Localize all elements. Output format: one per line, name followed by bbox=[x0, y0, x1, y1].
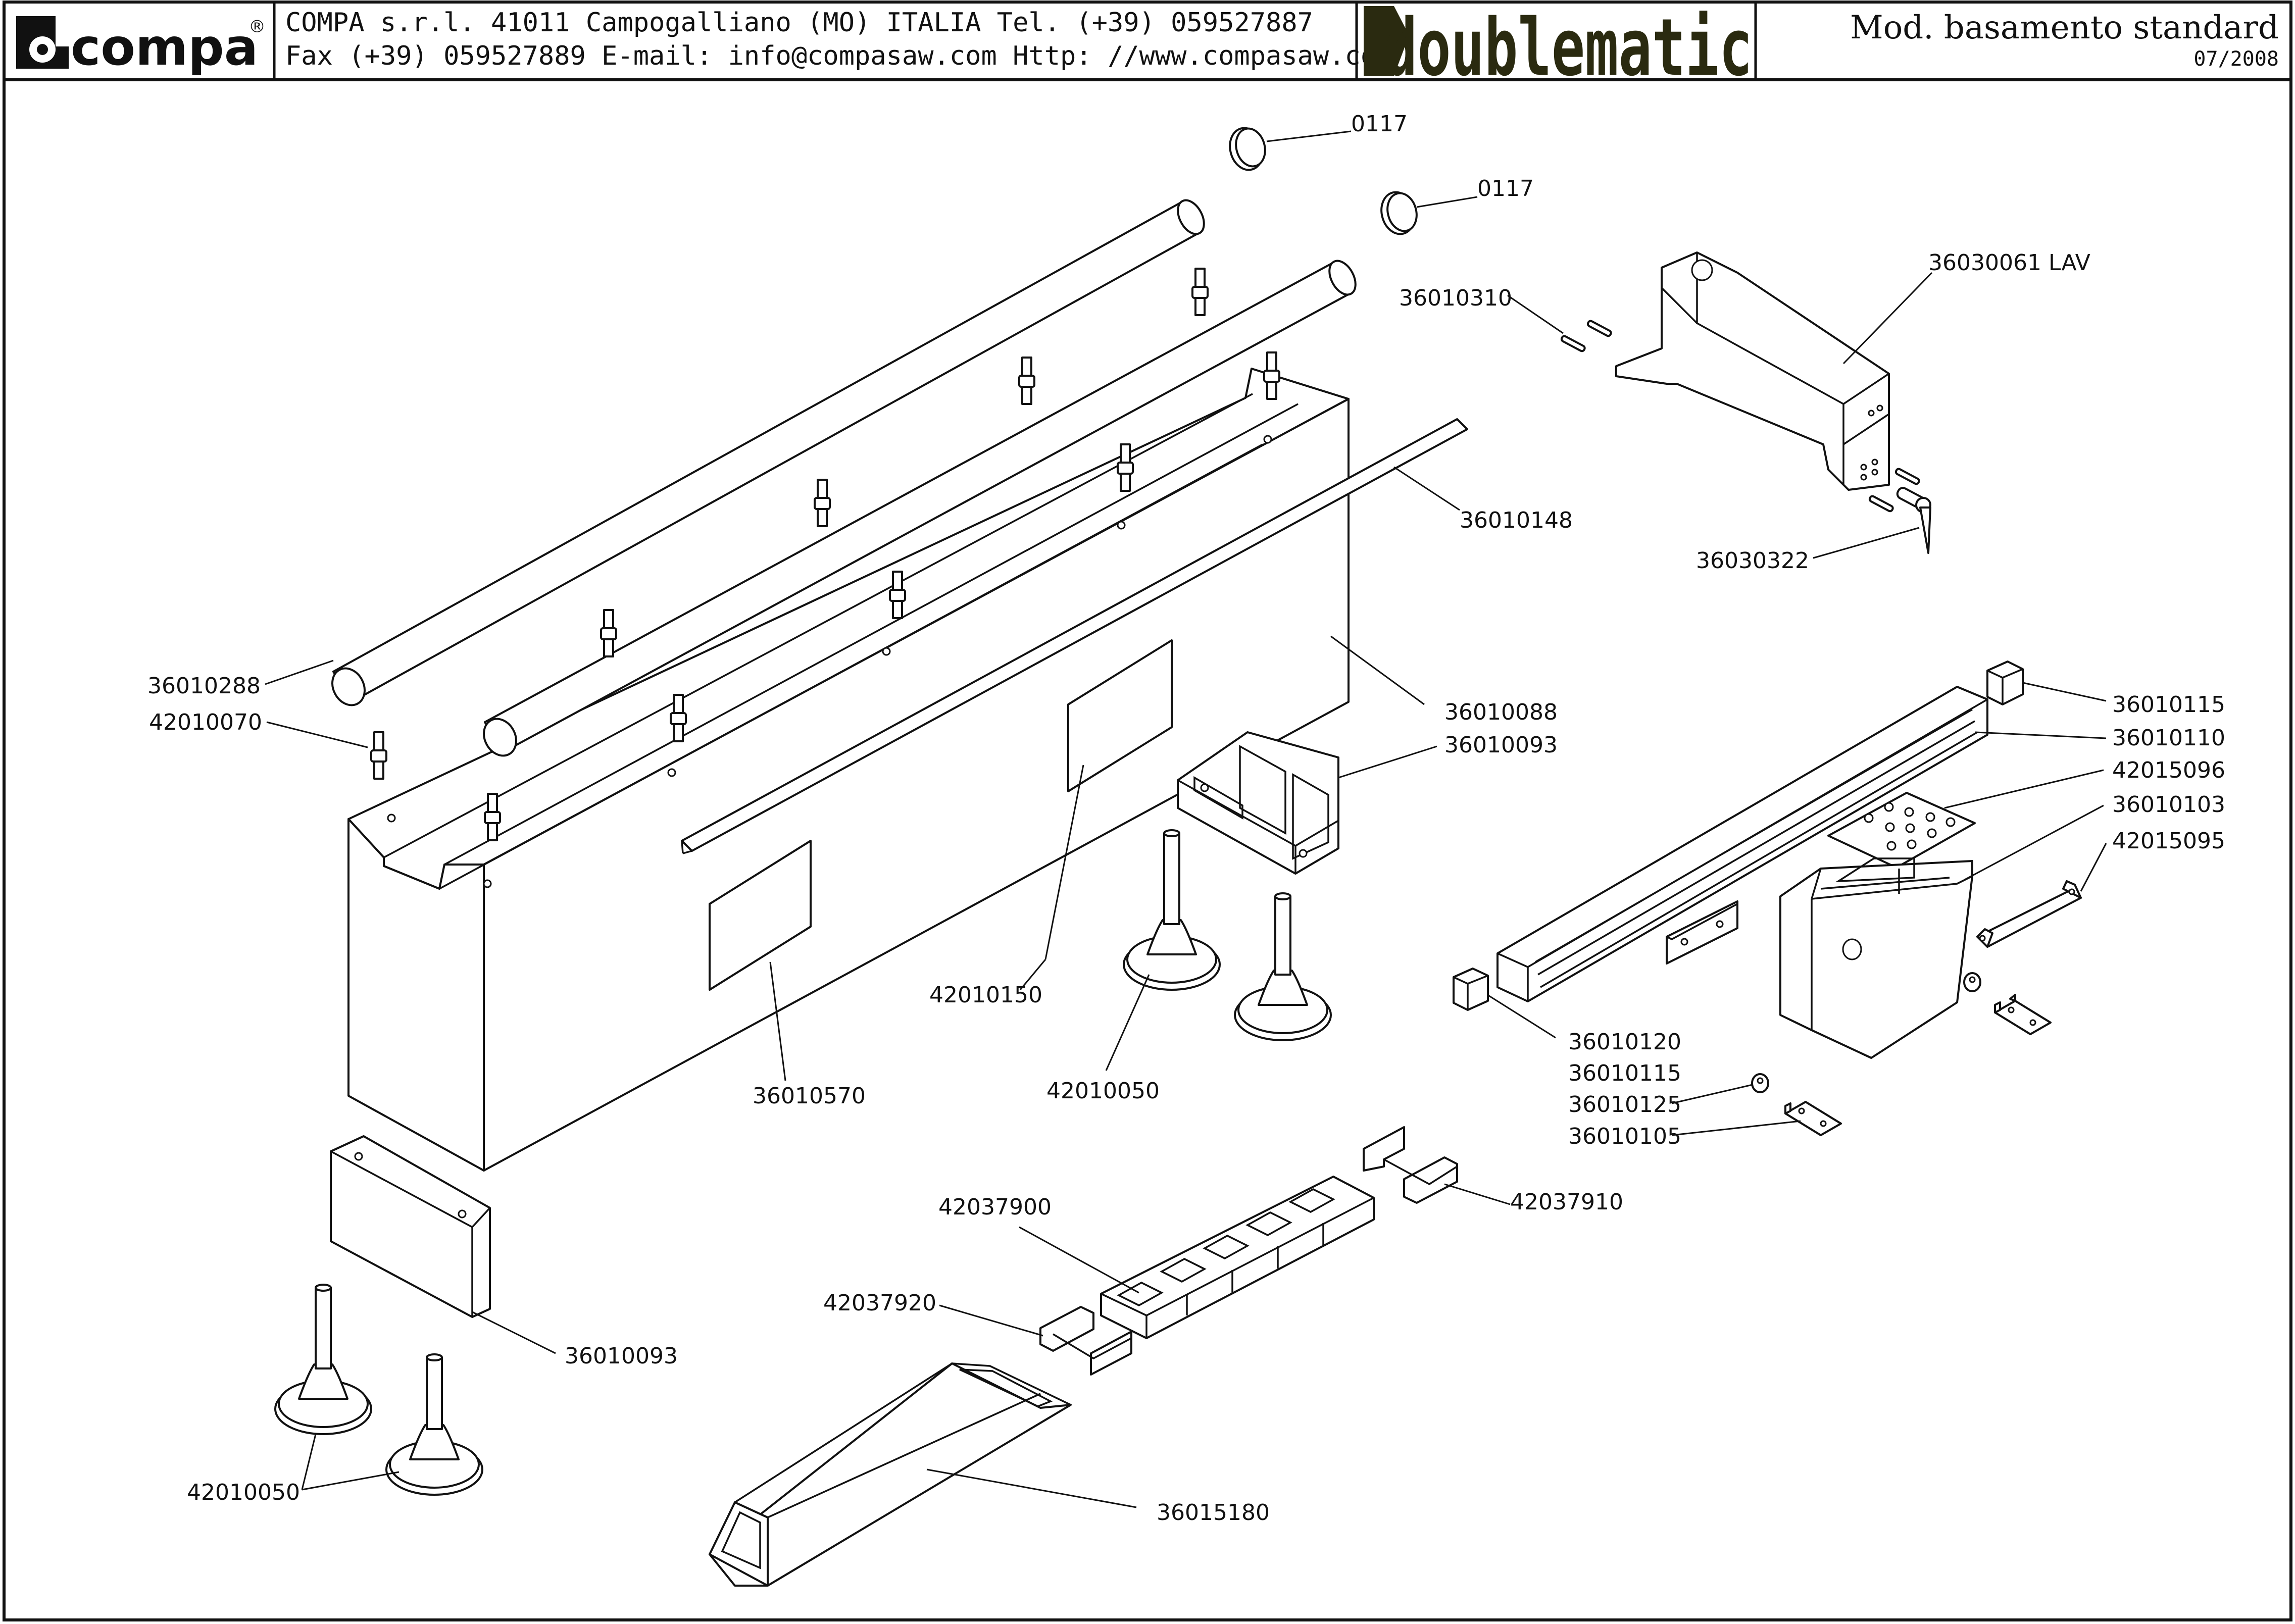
part-labels: 0117 0117 36010310 36030061 LAV 36010148… bbox=[147, 111, 2225, 1526]
title-block: compa ® COMPA s.r.l. 41011 Campogalliano… bbox=[3, 1, 2292, 1621]
flat-strip bbox=[681, 418, 1468, 854]
label-36010103: 36010103 bbox=[2112, 792, 2225, 818]
round-bars bbox=[331, 199, 1357, 757]
chain-end-left bbox=[1039, 1306, 1132, 1376]
foot-2 bbox=[1234, 892, 1332, 1041]
handle bbox=[1976, 880, 2082, 948]
address-line-1: COMPA s.r.l. 41011 Campogalliano (MO) IT… bbox=[285, 8, 1313, 38]
address-line-2: Fax (+39) 059527889 E-mail: info@compasa… bbox=[285, 41, 1392, 71]
leader-lines bbox=[265, 130, 2107, 1508]
main-base-body bbox=[347, 368, 1350, 1172]
brand-name: compa bbox=[71, 18, 258, 77]
support-arm bbox=[1560, 251, 1931, 554]
foot-1 bbox=[1123, 829, 1221, 991]
label-42037900: 42037900 bbox=[938, 1194, 1052, 1220]
label-36010105: 36010105 bbox=[1568, 1124, 1681, 1149]
right-rail bbox=[1453, 661, 2024, 1011]
product-logo-text: doublematic bbox=[1384, 2, 1753, 93]
chain-links bbox=[1100, 1176, 1375, 1339]
label-36010115-b: 36010115 bbox=[1568, 1060, 1681, 1086]
label-36010148: 36010148 bbox=[1460, 508, 1573, 533]
caps bbox=[1229, 127, 1418, 235]
left-end-block bbox=[330, 1135, 491, 1318]
drawing-date: 07/2008 bbox=[2193, 47, 2279, 71]
label-0117-b: 0117 bbox=[1477, 176, 1534, 201]
perforated-plate bbox=[1827, 792, 1976, 869]
square-tube bbox=[709, 1362, 1072, 1587]
model-title: Mod. basamento standard bbox=[1850, 9, 2279, 46]
label-36010093-a: 36010093 bbox=[1444, 732, 1558, 758]
label-42010050-a: 42010050 bbox=[1046, 1078, 1160, 1104]
foot-4 bbox=[385, 1353, 483, 1496]
leveling-feet bbox=[274, 829, 1332, 1496]
label-36030322: 36030322 bbox=[1696, 548, 1809, 574]
foot-3 bbox=[274, 1284, 372, 1435]
round-bar-1 bbox=[331, 199, 1205, 706]
right-end-block bbox=[1177, 731, 1339, 875]
panel-42010150 bbox=[1067, 639, 1173, 792]
small-parts bbox=[1666, 900, 2052, 1136]
registered-mark: ® bbox=[248, 17, 266, 37]
label-36010288: 36010288 bbox=[147, 673, 261, 699]
label-36010115-a: 36010115 bbox=[2112, 692, 2225, 718]
label-36010120: 36010120 bbox=[1568, 1029, 1681, 1055]
label-42037920: 42037920 bbox=[823, 1290, 936, 1316]
housing-box bbox=[1779, 857, 1973, 1059]
label-0117-a: 0117 bbox=[1351, 111, 1408, 137]
label-42010050-b: 42010050 bbox=[187, 1480, 300, 1505]
round-bar-2 bbox=[483, 260, 1357, 757]
label-42037910: 42037910 bbox=[1510, 1189, 1623, 1215]
label-42015096: 42015096 bbox=[2112, 757, 2225, 783]
label-36015180: 36015180 bbox=[1157, 1500, 1270, 1526]
label-36010570: 36010570 bbox=[753, 1083, 866, 1109]
cable-chain bbox=[1039, 1126, 1458, 1376]
label-36010093-b: 36010093 bbox=[565, 1343, 678, 1369]
label-36030061-lav: 36030061 LAV bbox=[1928, 250, 2090, 276]
label-36010125: 36010125 bbox=[1568, 1092, 1681, 1118]
label-42015095: 42015095 bbox=[2112, 828, 2225, 854]
doublematic-logo: doublematic bbox=[1364, 2, 1753, 93]
label-36010088: 36010088 bbox=[1444, 699, 1558, 725]
chain-end-right bbox=[1363, 1126, 1458, 1204]
label-36010110: 36010110 bbox=[2112, 725, 2225, 751]
compa-logo: compa ® bbox=[16, 16, 266, 77]
panel-36010570 bbox=[709, 840, 812, 991]
label-42010150: 42010150 bbox=[929, 982, 1042, 1008]
label-36010310: 36010310 bbox=[1399, 285, 1512, 311]
label-42010070: 42010070 bbox=[149, 709, 262, 735]
studs bbox=[370, 268, 1280, 841]
